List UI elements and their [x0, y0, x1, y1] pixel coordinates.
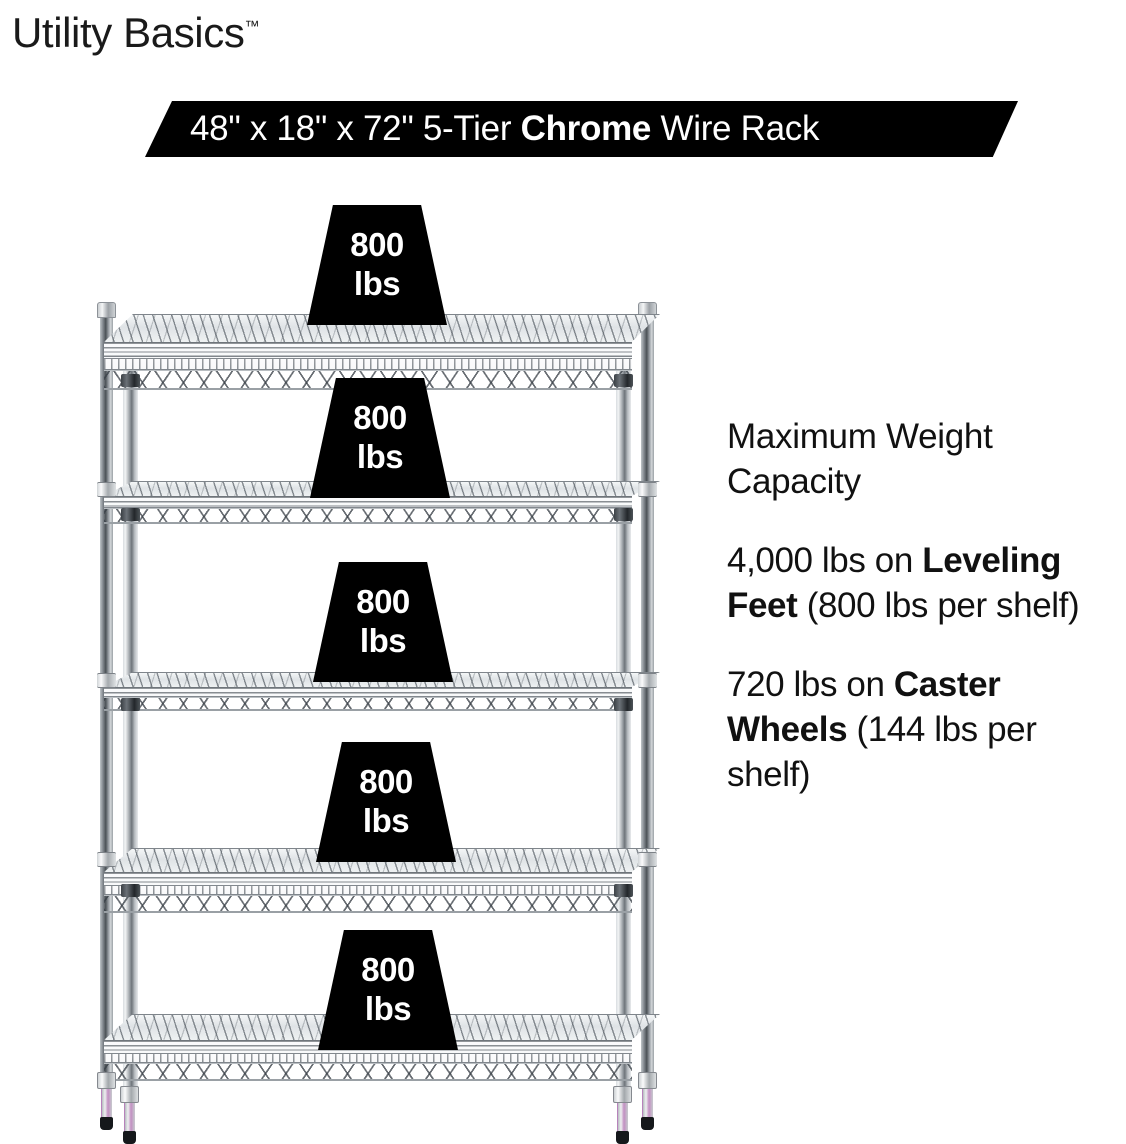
shelf-2-collar-left [121, 508, 140, 521]
front-post-right [616, 352, 631, 1096]
foot-stem [617, 1103, 628, 1133]
shelf-5-truss-frame [104, 1063, 632, 1081]
title-finish: Chrome [520, 109, 652, 148]
shelf-3-collar-rear-right [638, 673, 657, 688]
shelf-3-front-lip [104, 687, 632, 697]
shelf-4-rail-band [104, 886, 632, 895]
foot-pad [123, 1131, 136, 1144]
weight-value: 800 [353, 399, 407, 436]
weight-unit: lbs [364, 990, 412, 1027]
shelf-4-truss-frame [104, 895, 632, 913]
foot-stem [101, 1089, 112, 1119]
brand-logo: Utility Basics™ [12, 2, 259, 58]
weight-value: 800 [359, 763, 413, 800]
capacity-caster-wheels: 720 lbs on Caster Wheels (144 lbs per sh… [727, 662, 1119, 797]
foot-collar [120, 1086, 139, 1103]
foot-stem [642, 1089, 653, 1119]
shelf-1-collar-right [614, 374, 633, 387]
shelf-1-front-lip [104, 342, 632, 359]
shelf-2-collar-rear-right [638, 482, 657, 497]
shelf-4-collar-left [121, 884, 140, 897]
foot-stem [124, 1103, 135, 1133]
weight-label-shelf-4: 800 lbs [316, 742, 456, 862]
shelf-4-collar-rear-left [97, 852, 116, 867]
weight-label-shelf-3: 800 lbs [313, 562, 453, 682]
shelf-2-collar-rear-left [97, 482, 116, 497]
shelf-3-collar-right [614, 698, 633, 711]
product-title-banner: 48" x 18" x 72" 5-Tier Chrome Wire Rack [145, 101, 1018, 157]
shelf-5-rail-band [104, 1054, 632, 1063]
weight-label-shelf-5: 800 lbs [318, 930, 458, 1050]
shelf-3-collar-left [121, 698, 140, 711]
leveling-feet-lead: 4,000 lbs on [727, 541, 923, 580]
weight-value: 800 [350, 226, 404, 263]
caster-wheels-emphasis: Caster Wheels [727, 665, 1001, 749]
weight-label-shelf-1: 800 lbs [307, 205, 447, 325]
caster-wheels-lead: 720 lbs on [727, 665, 894, 704]
shelf-4-collar-right [614, 884, 633, 897]
foot-pad [100, 1117, 113, 1130]
capacity-leveling-feet: 4,000 lbs on Leveling Feet (800 lbs per … [727, 538, 1119, 628]
title-dimensions: 48" x 18" x 72" 5-Tier [190, 109, 521, 148]
foot-collar [97, 1072, 116, 1089]
caster-wheels-tail: (144 lbs per shelf) [727, 710, 1037, 794]
shelf-1-rail-band [104, 359, 632, 370]
brand-name: Utility Basics [12, 9, 245, 56]
foot-pad [641, 1117, 654, 1130]
capacity-heading: Maximum Weight Capacity [727, 417, 993, 501]
weight-capacity-panel: Maximum Weight Capacity 4,000 lbs on Lev… [727, 414, 1119, 797]
shelf-2-truss-frame [104, 508, 632, 524]
weight-unit: lbs [353, 265, 401, 302]
weight-unit: lbs [359, 622, 407, 659]
weight-value: 800 [361, 951, 415, 988]
shelf-4-collar-rear-right [638, 852, 657, 867]
foot-collar [613, 1086, 632, 1103]
weight-unit: lbs [362, 802, 410, 839]
foot-collar [638, 1072, 657, 1089]
foot-pad [616, 1131, 629, 1144]
weight-label-shelf-2: 800 lbs [310, 378, 450, 498]
weight-value: 800 [356, 583, 410, 620]
leveling-feet-tail: (800 lbs per shelf) [797, 586, 1080, 625]
shelf-1-collar-left [121, 374, 140, 387]
shelf-3-collar-rear-left [97, 673, 116, 688]
leveling-feet-emphasis: Leveling Feet [727, 541, 1062, 625]
trademark-symbol: ™ [244, 18, 260, 35]
shelf-3-truss-frame [104, 697, 632, 711]
weight-unit: lbs [356, 438, 404, 475]
front-post-left [123, 352, 138, 1096]
shelf-4-front-lip [104, 872, 632, 886]
post-cap-rear-left [97, 302, 116, 318]
title-type: Wire Rack [651, 109, 820, 148]
product-title: 48" x 18" x 72" 5-Tier Chrome Wire Rack [190, 109, 819, 149]
shelf-2-collar-right [614, 508, 633, 521]
rear-post-right [641, 310, 654, 1078]
